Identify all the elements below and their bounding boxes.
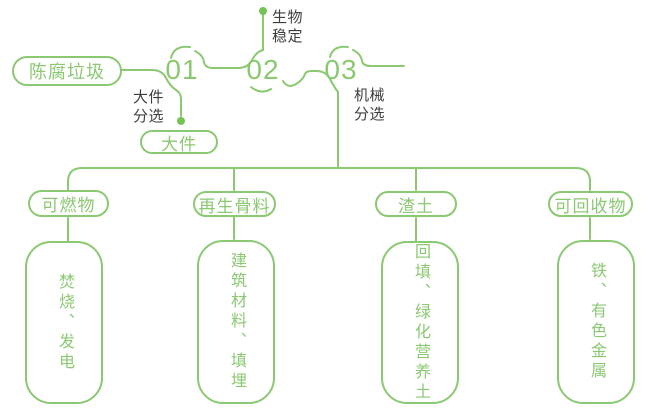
swash-01 bbox=[170, 45, 191, 59]
result-box-combustible: 焚烧、发电 bbox=[25, 241, 103, 404]
big-item-pill: 大件 bbox=[140, 130, 218, 154]
bio-dot bbox=[259, 7, 267, 15]
category-pill-recyclable: 可回收物 bbox=[548, 191, 633, 217]
category-pill-combustible: 可燃物 bbox=[28, 190, 109, 217]
result-text: 焚烧、发电 bbox=[56, 272, 73, 373]
category-label: 可燃物 bbox=[41, 196, 96, 215]
step-number-01: 01 bbox=[165, 54, 199, 85]
result-text: 回填、绿化营养土 bbox=[412, 242, 429, 403]
step-number-03: 03 bbox=[324, 54, 358, 85]
category-pill-slag: 渣土 bbox=[375, 191, 457, 217]
flow-line-02-to-03 bbox=[282, 70, 339, 169]
step-number-02: 02 bbox=[246, 54, 280, 85]
result-box-recyclable: 铁、有色金属 bbox=[557, 240, 635, 404]
category-label: 渣土 bbox=[398, 196, 434, 216]
big-item-dot bbox=[177, 117, 185, 125]
category-label: 可回收物 bbox=[554, 196, 627, 216]
big-item-label: 大件 bbox=[161, 134, 197, 154]
flow-line-source-to-01 bbox=[121, 69, 182, 117]
result-text: 建筑材料、填埋 bbox=[228, 252, 245, 392]
category-pill-recycled-aggregate: 再生骨料 bbox=[193, 191, 276, 217]
flow-line-03-tail bbox=[352, 49, 405, 67]
distribution-line bbox=[67, 167, 591, 191]
flow-line-01-to-02 bbox=[194, 49, 264, 69]
swash-02 bbox=[250, 86, 272, 93]
result-box-recycled-aggregate: 建筑材料、填埋 bbox=[197, 240, 275, 404]
source-label: 陈腐垃圾 bbox=[29, 62, 105, 82]
source-pill: 陈腐垃圾 bbox=[12, 56, 122, 86]
label-bulky-sorting: 大件分选 bbox=[133, 89, 165, 125]
label-bio-stabilization: 生物稳定 bbox=[272, 9, 304, 45]
label-mechanical-sorting: 机械分选 bbox=[354, 87, 386, 123]
swash-03 bbox=[329, 45, 349, 58]
category-label: 再生骨料 bbox=[198, 196, 271, 216]
result-text: 铁、有色金属 bbox=[588, 262, 605, 382]
result-box-slag: 回填、绿化营养土 bbox=[381, 241, 459, 404]
